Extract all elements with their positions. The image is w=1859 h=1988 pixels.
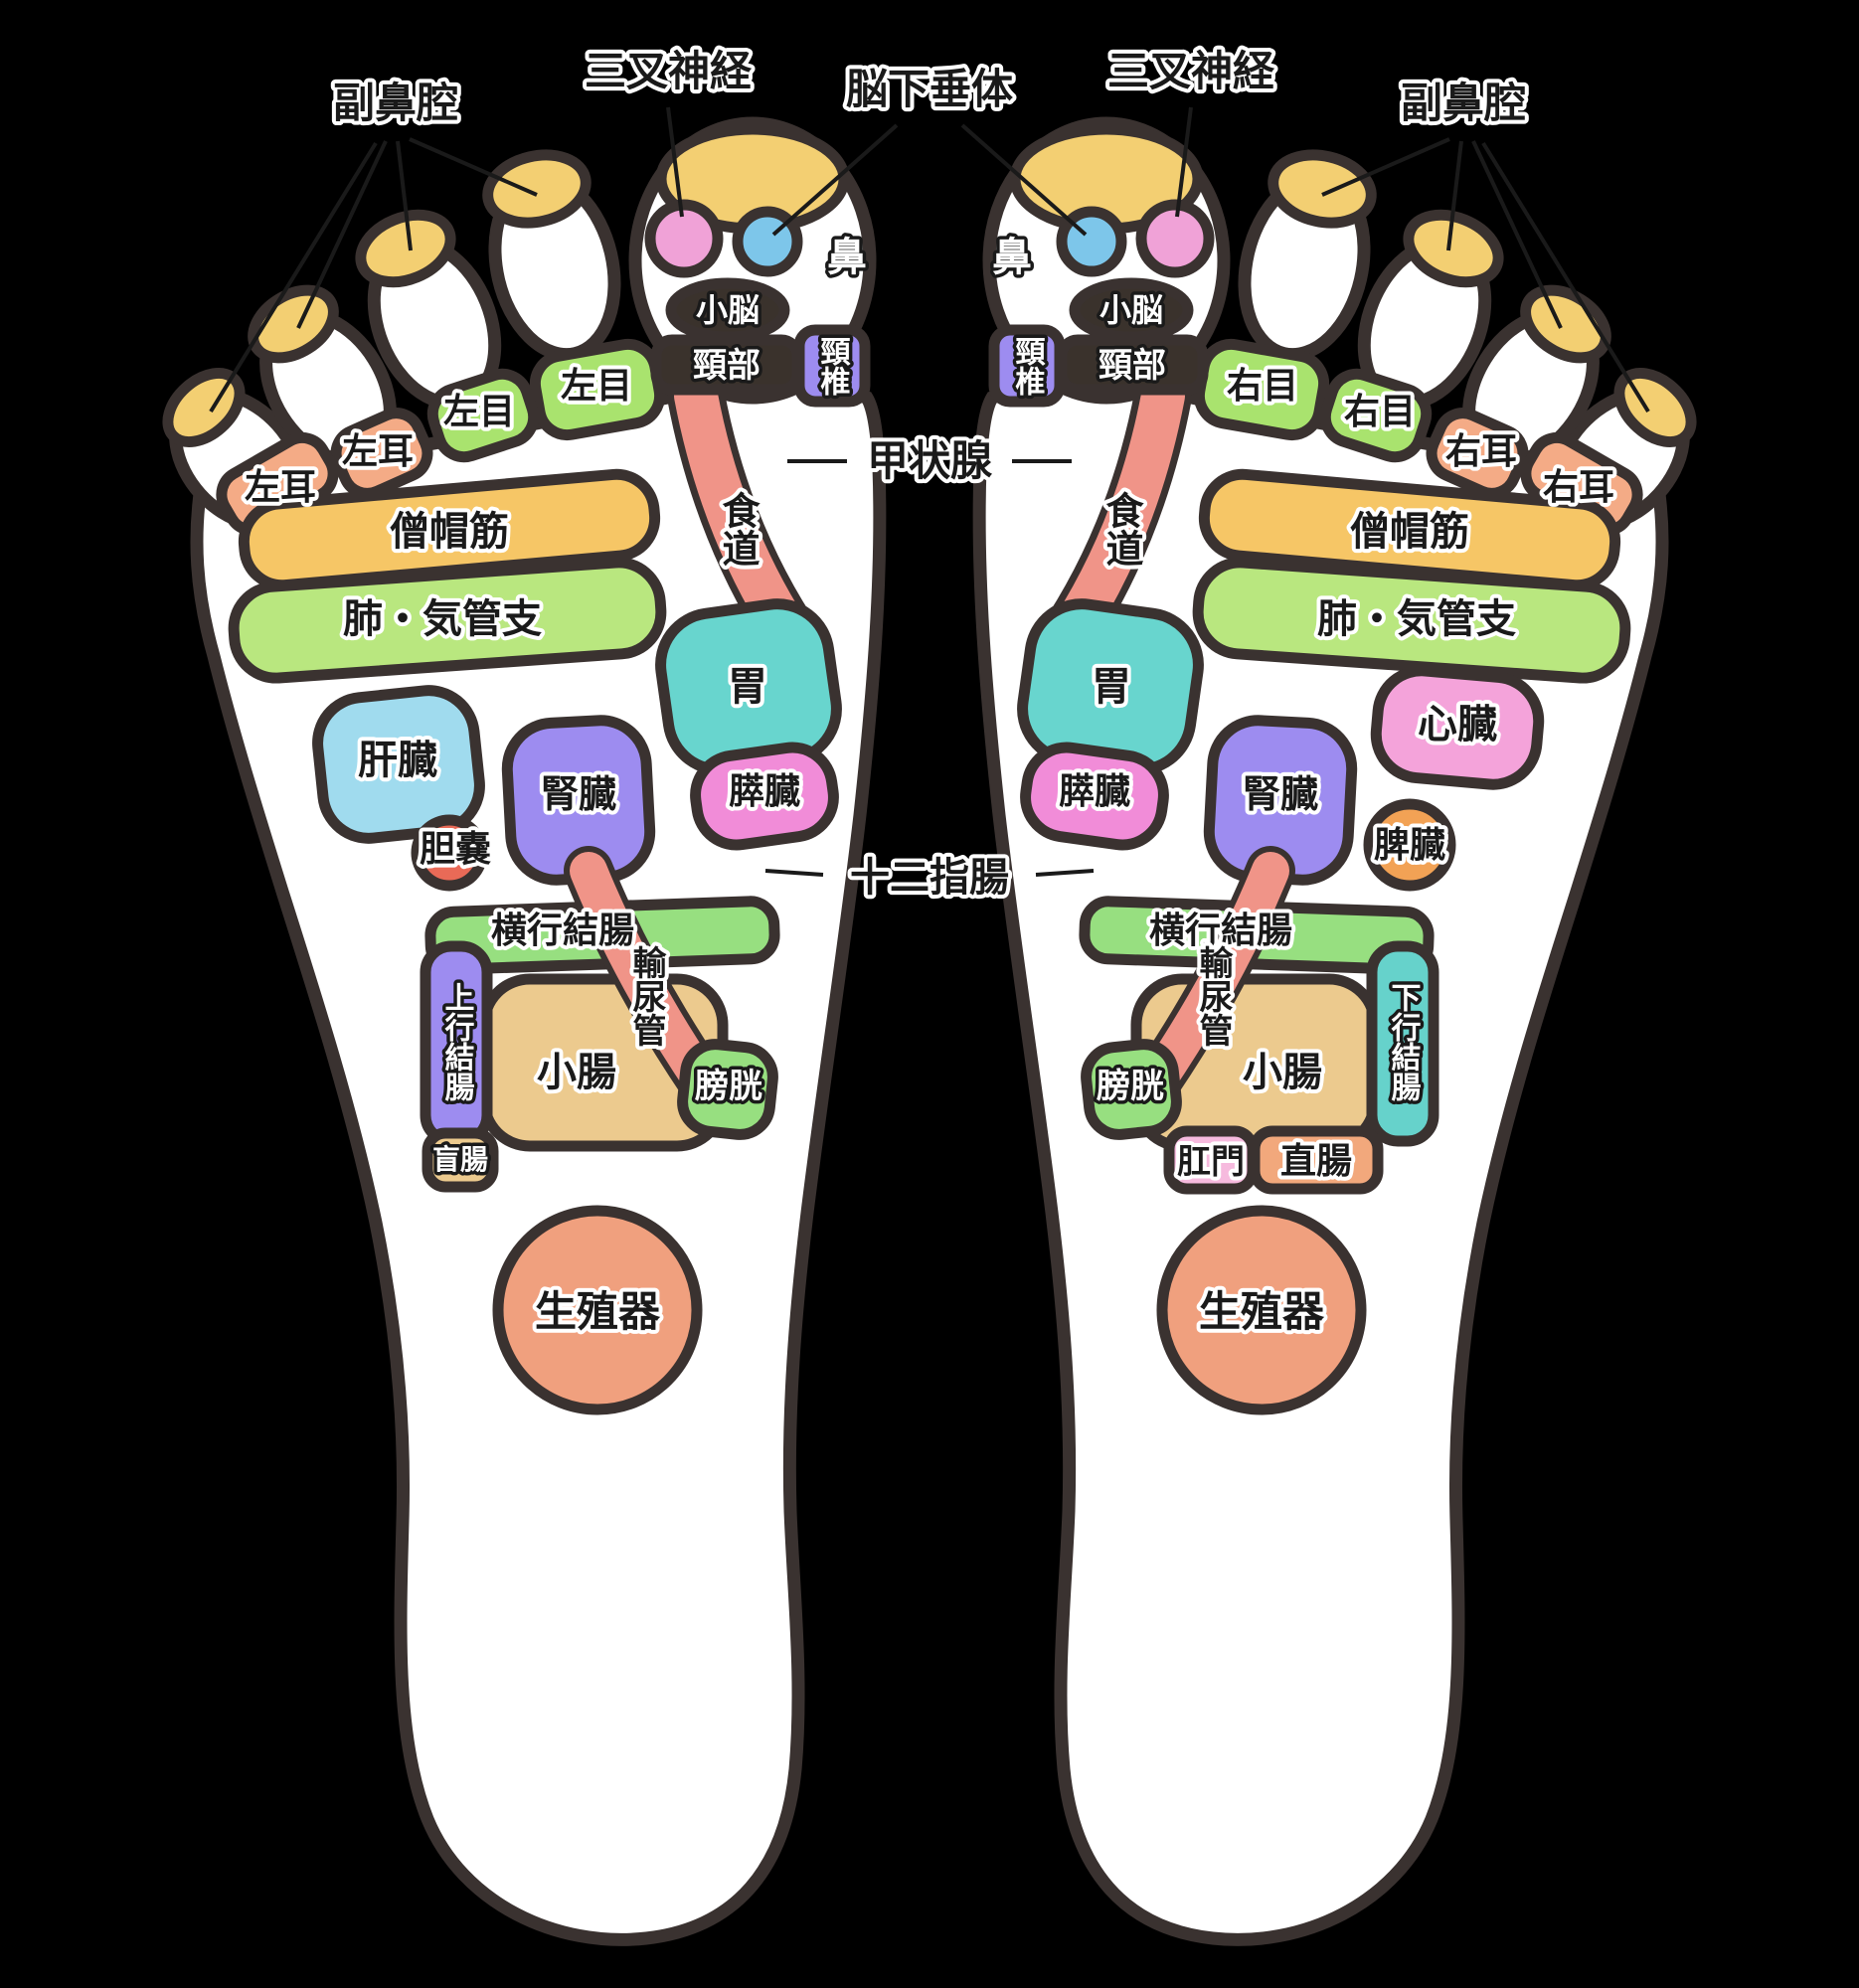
sinus-right-line-1 xyxy=(1321,137,1450,197)
label-lung-right: 肺・気管支 xyxy=(1317,596,1516,642)
label-bladder-right: 膀胱 xyxy=(1097,1067,1164,1106)
label-descending-colon: 下行結腸 xyxy=(1386,982,1423,1102)
label-trigeminal-left: 三叉神経 xyxy=(585,47,753,95)
sinus-right-line-2 xyxy=(1446,140,1463,251)
label-kidney-left: 腎臓 xyxy=(541,772,616,816)
sinus-left-line-4 xyxy=(209,141,378,414)
duodenum-dash-right xyxy=(1035,869,1095,877)
label-heart: 心臓 xyxy=(1418,702,1497,747)
pituitary-line-left xyxy=(771,123,899,237)
label-cerebellum-right: 小脳 xyxy=(1099,291,1163,329)
label-spleen: 脾臓 xyxy=(1374,825,1445,866)
label-intestine-right: 小腸 xyxy=(1243,1050,1322,1095)
label-ear-left-b: 左耳 xyxy=(245,467,316,508)
label-cecum: 盲腸 xyxy=(432,1143,488,1176)
label-genitals-left: 生殖器 xyxy=(535,1287,661,1336)
leader-lines xyxy=(209,106,1650,877)
label-thyroid: 甲状腺 xyxy=(867,436,993,485)
label-pancreas-left: 膵臓 xyxy=(729,771,800,812)
label-eye-right-b: 右目 xyxy=(1344,392,1416,432)
label-stomach-right: 胃 xyxy=(1092,664,1131,710)
sinus-right-line-4 xyxy=(1481,141,1650,414)
label-cervical-left: 頸椎 xyxy=(815,336,851,396)
label-ear-right-b: 右耳 xyxy=(1543,467,1614,508)
label-transverse-left: 横行結腸 xyxy=(491,911,634,951)
label-eye-left-a: 左目 xyxy=(561,366,632,407)
label-bladder-left: 膀胱 xyxy=(695,1067,762,1106)
label-duodenum: 十二指腸 xyxy=(850,855,1009,901)
right-foot-only-zones xyxy=(1163,665,1545,1195)
sinus-left-line-2 xyxy=(396,140,413,251)
label-genitals-right: 生殖器 xyxy=(1199,1287,1325,1336)
label-nose-left: 鼻 xyxy=(827,235,867,280)
label-gallbladder: 胆嚢 xyxy=(420,829,491,870)
label-ascending-colon: 上行結腸 xyxy=(439,982,476,1102)
sinus-left-line-3 xyxy=(296,140,388,329)
zone-heart xyxy=(1370,665,1545,790)
label-anus: 肛門 xyxy=(1177,1142,1245,1182)
label-ureter-left: 輸尿管 xyxy=(626,945,666,1047)
zone-cecum xyxy=(422,1127,499,1193)
label-rectum: 直腸 xyxy=(1280,1141,1352,1182)
label-trigeminal-right: 三叉神経 xyxy=(1107,47,1275,95)
zone-gallbladder xyxy=(411,814,488,892)
label-eye-right-a: 右目 xyxy=(1227,366,1298,407)
label-kidney-right: 腎臓 xyxy=(1243,772,1318,816)
label-esophagus-right: 食道 xyxy=(1099,491,1143,567)
left-foot-only-zones xyxy=(312,685,499,1193)
zone-liver xyxy=(312,685,485,844)
label-sinus-right: 副鼻腔 xyxy=(1401,79,1526,127)
sinus-left-line-1 xyxy=(409,137,538,197)
label-ureter-right: 輸尿管 xyxy=(1193,945,1233,1047)
label-eye-left-b: 左目 xyxy=(443,392,515,432)
label-neck-right: 頸部 xyxy=(1098,346,1166,386)
label-sinus-left: 副鼻腔 xyxy=(333,79,458,127)
label-cerebellum-left: 小脳 xyxy=(696,291,760,329)
zone-descending-colon xyxy=(1366,940,1439,1147)
label-neck-left: 頸部 xyxy=(693,346,760,386)
label-ear-left-a: 左耳 xyxy=(342,431,414,472)
zone-spleen xyxy=(1363,798,1456,892)
label-lung-left: 肺・気管支 xyxy=(343,596,542,642)
trigeminal-right-line xyxy=(1175,106,1193,218)
label-ear-right-a: 右耳 xyxy=(1445,431,1517,472)
label-pituitary: 脳下垂体 xyxy=(846,65,1013,113)
pituitary-line-right xyxy=(960,123,1088,237)
label-pancreas-right: 膵臓 xyxy=(1059,771,1130,812)
label-stomach-left: 胃 xyxy=(728,664,767,710)
label-cervical-right: 頸椎 xyxy=(1010,336,1046,396)
label-nose-right: 鼻 xyxy=(992,235,1032,280)
label-esophagus-left: 食道 xyxy=(716,491,760,567)
trigeminal-left-line xyxy=(666,106,684,218)
label-intestine-left: 小腸 xyxy=(537,1050,616,1095)
labels: 副鼻腔 三叉神経 脳下垂体 三叉神経 副鼻腔 鼻 鼻 小脳 小脳 頸部 頸部 頸… xyxy=(241,43,1618,1340)
label-transverse-right: 横行結腸 xyxy=(1149,911,1292,951)
zone-anus xyxy=(1163,1125,1259,1195)
label-liver: 肝臓 xyxy=(358,738,437,783)
label-trapezius-left: 僧帽筋 xyxy=(390,509,509,555)
duodenum-dash-left xyxy=(764,869,824,877)
sinus-right-line-3 xyxy=(1471,140,1563,329)
label-trapezius-right: 僧帽筋 xyxy=(1350,509,1469,555)
